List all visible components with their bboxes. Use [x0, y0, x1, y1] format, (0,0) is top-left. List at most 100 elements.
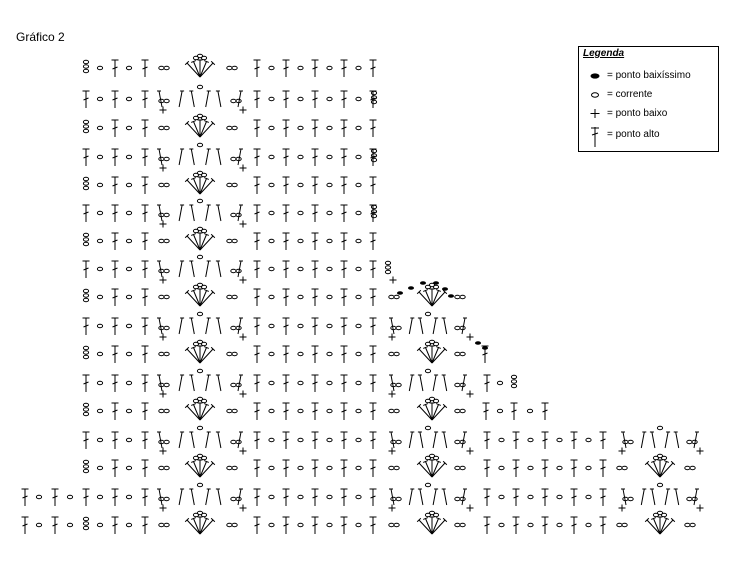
corrente-stitch — [684, 522, 691, 528]
corrente-stitch — [163, 522, 170, 528]
corrente-stitch — [355, 380, 362, 386]
corrente-stitch — [163, 351, 170, 357]
corrente-stitch — [96, 182, 104, 188]
ponto-baixo-stitch — [239, 333, 247, 341]
corrente-stitch — [230, 98, 237, 104]
ponto-alto-stitch — [82, 431, 90, 449]
ponto-alto-stitch — [483, 374, 491, 392]
corrente-stitch — [428, 282, 436, 288]
ponto-alto-stitch — [340, 260, 348, 278]
corrente-stitch — [82, 176, 90, 182]
corrente-stitch — [268, 323, 275, 329]
corrente-stitch — [268, 210, 275, 216]
corrente-stitch — [82, 128, 90, 134]
ponto-alto-stitch — [253, 345, 261, 363]
ponto-alto-stitch — [111, 402, 119, 420]
corrente-stitch — [498, 437, 505, 443]
corrente-stitch — [96, 266, 104, 272]
corrente-stitch — [355, 96, 362, 102]
ponto-alto-stitch — [282, 148, 290, 166]
ponto-alto-stitch — [311, 260, 319, 278]
corrente-stitch — [230, 496, 237, 502]
corrente-stitch — [326, 351, 333, 357]
ponto-baixo-stitch — [466, 447, 474, 455]
corrente-stitch — [370, 209, 378, 214]
corrente-stitch — [125, 294, 133, 300]
leque-motif — [184, 459, 216, 478]
ponto-alto-stitch — [311, 374, 319, 392]
ponto-baixo-stitch — [239, 390, 247, 398]
v-stitch-motif — [621, 488, 699, 506]
ponto-alto-stitch — [282, 260, 290, 278]
ponto-alto-stitch — [253, 260, 261, 278]
corrente-stitch — [82, 232, 90, 238]
corrente-stitch — [395, 382, 402, 388]
corrente-stitch — [158, 465, 165, 471]
corrente-stitch — [196, 453, 204, 459]
corrente-stitch — [82, 288, 90, 294]
ponto-baixo-stitch — [239, 447, 247, 455]
ponto-baixo-stitch — [618, 504, 626, 512]
ponto-alto-stitch — [541, 516, 549, 534]
ponto-alto-stitch — [253, 402, 261, 420]
corrente-stitch — [268, 154, 275, 160]
corrente-stitch — [459, 439, 466, 445]
corrente-stitch — [393, 351, 400, 357]
ponto-alto-stitch — [311, 402, 319, 420]
ponto-alto-stitch — [282, 431, 290, 449]
corrente-stitch — [235, 496, 242, 502]
ponto-baixissimo-stitch — [397, 291, 403, 295]
ponto-alto-stitch — [369, 317, 377, 335]
ponto-baixissimo-symbol — [590, 73, 600, 79]
corrente-stitch — [297, 266, 304, 272]
ponto-alto-stitch — [340, 402, 348, 420]
corrente-stitch — [370, 90, 378, 96]
corrente-stitch — [196, 84, 204, 90]
corrente-stitch — [235, 156, 242, 162]
v-stitch-motif — [157, 374, 243, 392]
ponto-alto-stitch — [141, 204, 149, 222]
ponto-alto-stitch — [340, 488, 348, 506]
corrente-stitch — [163, 496, 170, 502]
corrente-stitch — [527, 494, 534, 500]
leque-motif — [416, 288, 448, 307]
ponto-baixo-stitch — [239, 276, 247, 284]
corrente-stitch — [235, 98, 242, 104]
ponto-baixo-stitch — [239, 504, 247, 512]
corrente-stitch — [125, 408, 133, 414]
ponto-baixo-symbol — [590, 109, 600, 118]
corrente-stitch — [691, 439, 698, 445]
legend-label: = ponto alto — [607, 129, 660, 140]
corrente-stitch — [96, 294, 104, 300]
corrente-stitch — [459, 465, 466, 471]
corrente-stitch — [454, 439, 461, 445]
corrente-stitch — [226, 408, 233, 414]
corrente-stitch — [235, 439, 242, 445]
corrente-stitch — [163, 268, 170, 274]
corrente-stitch — [510, 379, 518, 384]
corrente-stitch — [454, 465, 461, 471]
corrente-stitch — [428, 339, 436, 345]
ponto-alto-stitch — [141, 59, 149, 77]
ponto-alto-stitch — [340, 516, 348, 534]
corrente-stitch — [556, 437, 563, 443]
ponto-alto-stitch — [253, 317, 261, 335]
corrente-stitch — [125, 465, 133, 471]
ponto-alto-stitch — [311, 204, 319, 222]
corrente-stitch — [691, 496, 698, 502]
corrente-stitch — [268, 522, 275, 528]
corrente-stitch — [125, 154, 133, 160]
corrente-stitch — [326, 437, 333, 443]
ponto-alto-stitch — [253, 431, 261, 449]
corrente-stitch — [96, 210, 104, 216]
corrente-stitch — [235, 212, 242, 218]
corrente-stitch — [82, 297, 90, 303]
ponto-alto-stitch — [510, 402, 518, 420]
v-stitch-motif — [389, 317, 467, 335]
corrente-stitch — [355, 522, 362, 528]
corrente-stitch — [96, 465, 104, 471]
ponto-alto-stitch — [512, 516, 520, 534]
corrente-stitch — [163, 156, 170, 162]
corrente-stitch — [395, 496, 402, 502]
ponto-alto-stitch — [311, 288, 319, 306]
